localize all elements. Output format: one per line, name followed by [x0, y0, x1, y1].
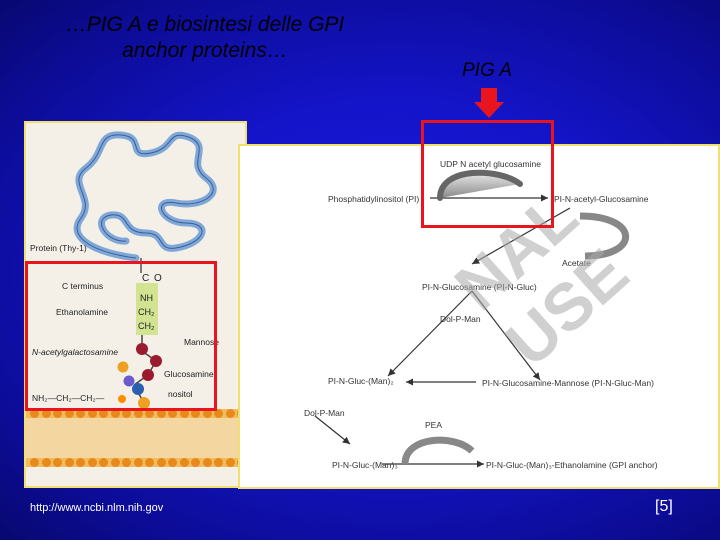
lipid-head: [168, 409, 177, 418]
lipid-head: [64, 409, 74, 418]
down-arrow-icon: [474, 88, 504, 118]
udp-curved-arrow: [437, 169, 523, 201]
anchor-highlight-box: [25, 261, 217, 411]
lipid-head: [30, 458, 39, 467]
lipid-head: [202, 409, 212, 418]
lipid-head: [99, 409, 108, 418]
title-line-1: …PIG A e biosintesi delle GPI: [65, 13, 345, 36]
source-url: http://www.ncbi.nlm.nih.gov: [30, 502, 164, 514]
lipid-head: [110, 458, 120, 467]
ethanolamine-label: Ethanolamine: [56, 307, 108, 317]
gpi-anchor-label: PI-N-Gluc-(Man)₃-Ethanolamine (GPI ancho…: [486, 460, 658, 470]
lipid-head: [179, 409, 189, 418]
slide-title: …PIG A e biosintesi delle GPI anchor pro…: [20, 12, 390, 64]
chem-nh: NH: [140, 293, 153, 303]
mannose-label: Mannose: [184, 337, 219, 347]
dol-p-man-label-1: Dol-P-Man: [440, 314, 481, 324]
pig-a-highlight-box: [421, 120, 554, 228]
lipid-head: [64, 458, 74, 467]
lipid-head: [145, 409, 154, 418]
lipid-head: [53, 409, 62, 418]
c-terminus-label: C terminus: [62, 281, 104, 291]
pi-label: Phosphatidylinositol (PI): [328, 194, 420, 204]
lipid-head: [53, 458, 62, 467]
lipid-bilayer: [26, 409, 245, 467]
udp-label: UDP N acetyl glucosamine: [440, 159, 541, 169]
lipid-head: [225, 409, 235, 418]
lipid-head: [133, 409, 143, 418]
pi-gluc-man3-label: PI-N-Gluc-(Man)₃: [332, 460, 398, 470]
chem-o: O: [154, 273, 162, 284]
lipid-head: [122, 409, 131, 418]
pig-a-label: PIG A: [462, 60, 512, 81]
lipid-head: [87, 409, 97, 418]
protein-label: Protein (Thy-1): [30, 243, 87, 253]
lipid-head: [99, 458, 108, 467]
reference-number: [5]: [655, 498, 673, 515]
mannose-ball: [136, 343, 148, 355]
lipid-head: [41, 409, 51, 418]
acetate-curved-arrow: [579, 212, 630, 260]
lipid-head: [122, 458, 131, 467]
gpi-pathway-figure: UDP N acetyl glucosamine Phosphatidylino…: [238, 144, 720, 489]
lipid-head: [156, 458, 166, 467]
pi-nacetyl-label: PI-N-acetyl-Glucosamine: [554, 194, 649, 204]
lipid-head: [133, 458, 143, 467]
lipid-head: [87, 458, 97, 467]
lipid-head: [30, 409, 39, 418]
chem-chain: NH₂—CH₂—CH₂—: [32, 393, 105, 403]
dol-p-man-label-2: Dol-P-Man: [304, 408, 345, 418]
lipid-head: [76, 458, 85, 467]
chem-ch2-a: CH₂: [138, 307, 155, 317]
lipid-head: [179, 458, 189, 467]
gpi-anchor-figure: Protein (Thy-1) C terminus Ethanolamine …: [24, 121, 247, 488]
pi-gluc-mannose-label: PI-N-Glucosamine-Mannose (PI-N-Gluc-Man): [482, 378, 654, 388]
pea-curved-arrow: [401, 436, 475, 465]
pathway-arrows: [314, 169, 630, 468]
pi-gluc-man2-label: PI-N-Gluc-(Man)₂: [328, 376, 394, 386]
lipid-head: [214, 458, 223, 467]
lipid-head: [76, 409, 85, 418]
lipid-head: [156, 409, 166, 418]
acetate-label: Acetate: [562, 258, 591, 268]
pi-nglucosamine-label: PI-N-Glucosamine (PI-N-Gluc): [422, 282, 537, 292]
lipid-head: [202, 458, 212, 467]
lipid-head: [41, 458, 51, 467]
chem-ch2-b: CH₂: [138, 321, 155, 331]
lipid-head: [168, 458, 177, 467]
lipid-head: [225, 458, 235, 467]
lipid-head: [191, 409, 200, 418]
lipid-head: [191, 458, 200, 467]
title-line-2: anchor proteins…: [122, 39, 288, 62]
chem-c: C: [142, 273, 150, 284]
inositol-label: nositol: [168, 389, 193, 399]
lipid-head: [145, 458, 154, 467]
glucosamine-label: Glucosamine: [164, 369, 214, 379]
lipid-head: [214, 409, 223, 418]
nacetyl-label: N-acetylgalactosamine: [32, 347, 118, 357]
lipid-head: [110, 409, 120, 418]
pea-label: PEA: [425, 420, 443, 430]
